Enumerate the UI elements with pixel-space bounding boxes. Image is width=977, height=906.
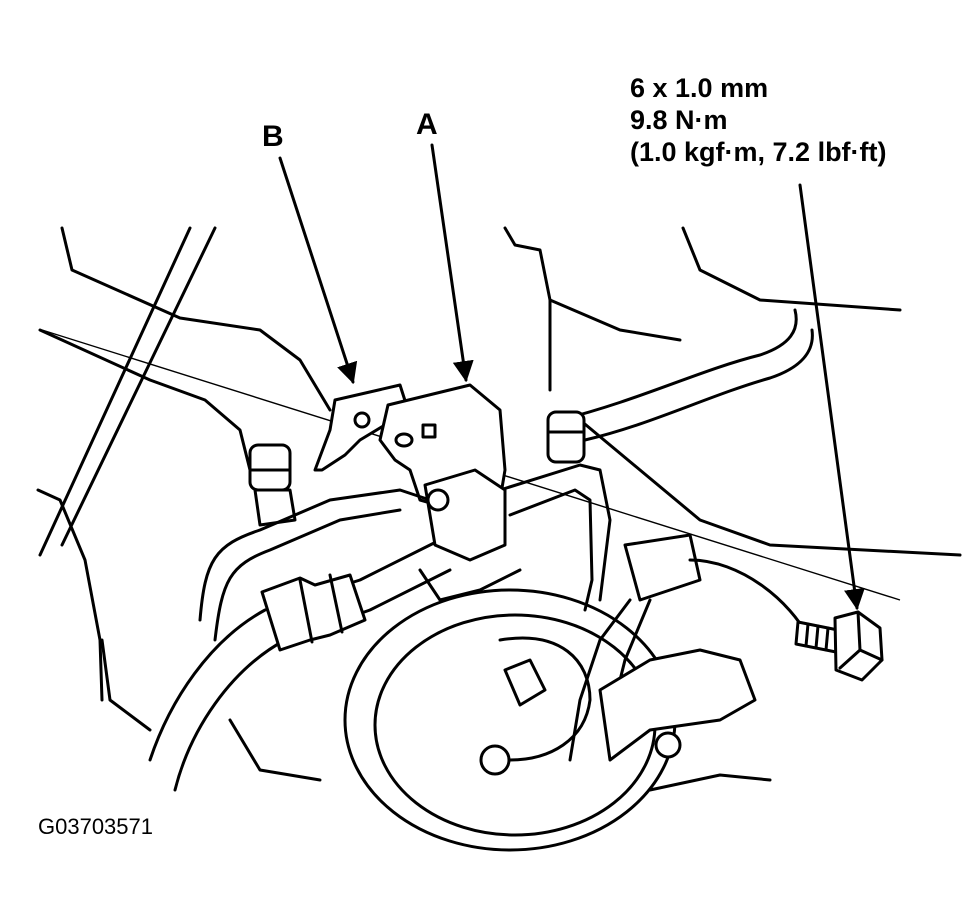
bracket-b	[313, 383, 410, 472]
frame-rods	[38, 226, 217, 557]
callout-b: B	[262, 120, 284, 153]
torque-alt-label: (1.0 kgf·m, 7.2 lbf·ft)	[630, 137, 887, 167]
upper-hose	[558, 308, 814, 442]
leader-lines	[278, 143, 865, 611]
leader-b	[278, 156, 358, 384]
callout-a: A	[416, 108, 438, 141]
leader-bolt	[798, 183, 865, 611]
bolt-size-label: 6 x 1.0 mm	[630, 73, 769, 103]
bolt-icon	[794, 610, 884, 682]
torque-nm-label: 9.8 N·m	[630, 105, 728, 135]
leader-a	[430, 143, 474, 383]
service-valve-left	[248, 443, 297, 527]
service-valve-right	[546, 410, 586, 464]
suction-hose	[148, 538, 452, 792]
engine-base	[228, 718, 772, 792]
figure-code: G03703571	[38, 814, 153, 839]
discharge-hose	[568, 533, 812, 762]
refrigerant-lines	[198, 463, 612, 642]
fitting-block	[418, 468, 522, 602]
